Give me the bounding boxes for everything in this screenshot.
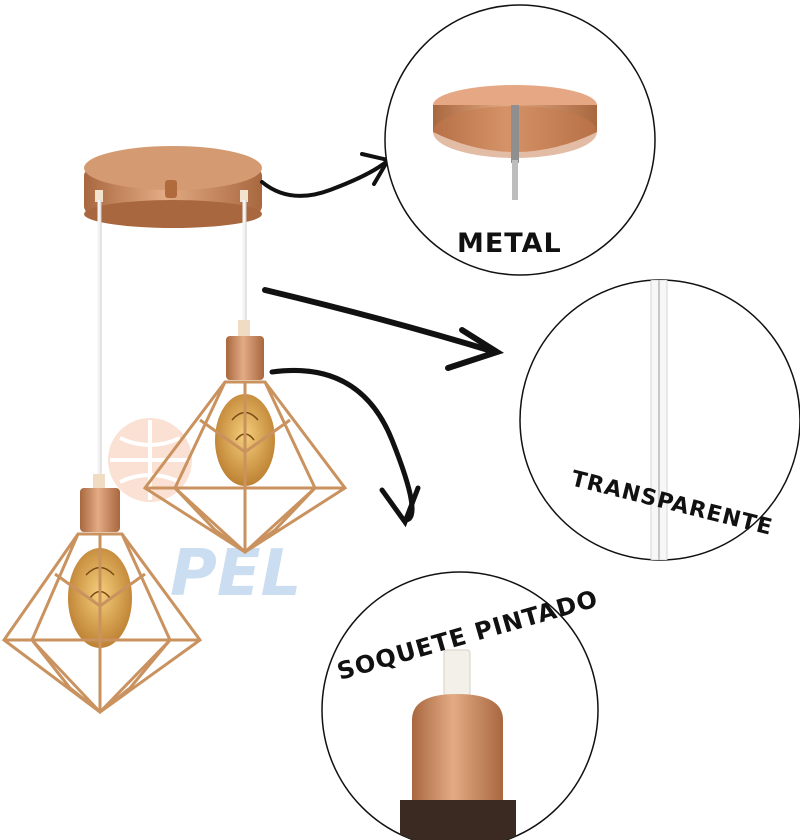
callout-cable: TRANSPARENTE [519, 279, 800, 561]
ceiling-canopy [84, 146, 262, 228]
callout-metal: METAL [384, 4, 656, 276]
cage-left [1, 532, 203, 715]
cage-right [142, 380, 348, 555]
watermark-text: PEL [170, 537, 301, 611]
metal-label: METAL [457, 228, 562, 259]
pendant-left [1, 474, 203, 715]
socket-detail-image [400, 649, 516, 840]
metal-detail-image [433, 85, 597, 200]
watermark-logo: PEL [108, 418, 301, 611]
callout-socket: SOQUETE PINTADO [321, 571, 601, 840]
pendant-right [142, 320, 348, 555]
arrow-to-metal [260, 152, 392, 198]
arrow-to-cable [262, 287, 505, 371]
arrow-to-socket [269, 367, 421, 528]
cable-detail-image [650, 280, 668, 560]
